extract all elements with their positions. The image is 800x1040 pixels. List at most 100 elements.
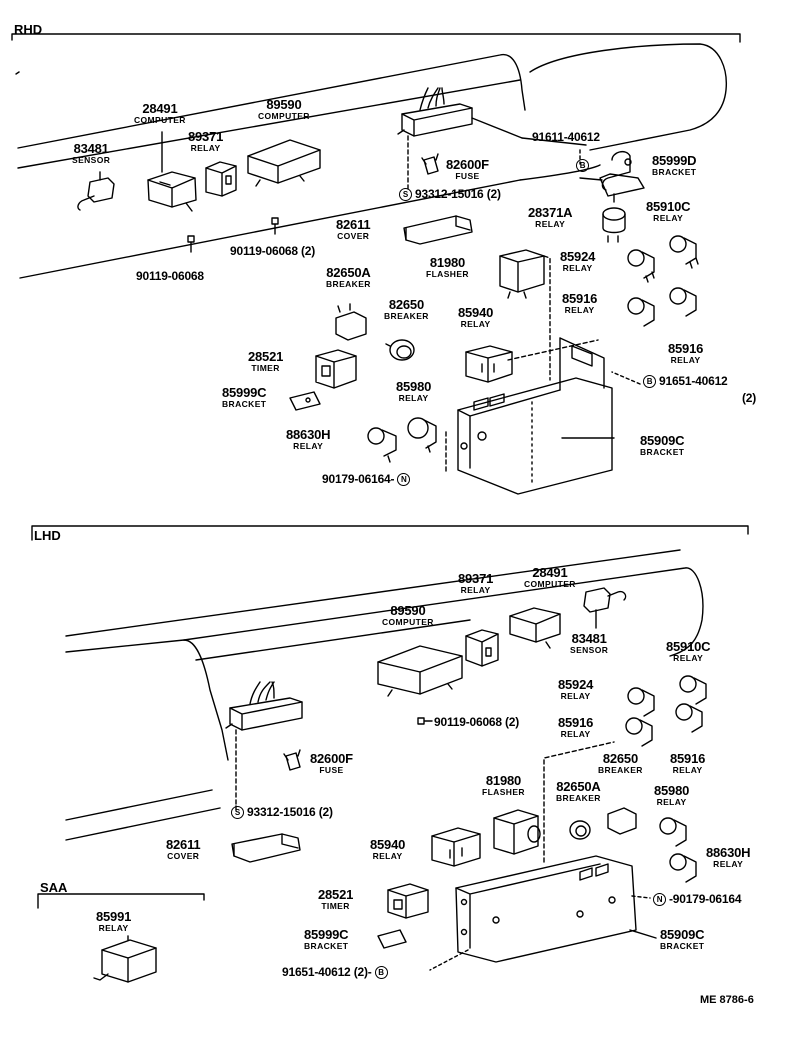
rhd-screw-90119-drawing: [187, 217, 279, 253]
rhd-relay-85916-drawing: [627, 287, 697, 327]
lhd-relay-85916-drawing: [625, 703, 703, 747]
rhd-relay-85910C-drawing: [669, 235, 699, 269]
lhd-sensor-83481-drawing: [583, 587, 627, 629]
rhd-relay-85980-drawing: [407, 417, 437, 453]
lhd-bracket-85909C-drawing: [429, 741, 657, 971]
lhd-screw-90119-drawing: [417, 717, 433, 725]
rhd-bracket-85909C-drawing: [445, 337, 613, 495]
lhd-flasher-81980-drawing: [493, 809, 541, 855]
lhd-label-91651: 91651-40612 (2)-B: [282, 966, 391, 980]
rhd-relay-85940-drawing: [465, 345, 513, 383]
rhd-label-91611: 91611-40612: [532, 130, 600, 144]
section-title-rhd: RHD: [14, 22, 43, 37]
rhd-sensor-83481-drawing: [77, 171, 115, 211]
rhd-frame: [11, 33, 741, 43]
rhd-label-90119-a: 90119-06068 (2): [230, 244, 316, 258]
saa-frame: [37, 893, 205, 909]
rhd-computer-89590-drawing: [247, 139, 321, 187]
rhd-relay-28371A-drawing: [602, 207, 626, 243]
lhd-timer-28521-drawing: [387, 883, 429, 919]
rhd-cover-82611-drawing: [403, 215, 473, 245]
lhd-cover-82611-drawing: [231, 833, 301, 863]
lhd-breaker-82650-drawing: [569, 820, 591, 840]
section-title-lhd: LHD: [34, 528, 61, 543]
lhd-relay-88630H-drawing: [669, 853, 697, 883]
rhd-dashboard-outline: [15, 43, 727, 279]
lhd-breaker-82650A-drawing: [607, 807, 637, 835]
rhd-harness-connector-drawing: [397, 87, 523, 191]
rhd-fuse-82600F-drawing: [421, 153, 439, 175]
section-title-saa: SAA: [40, 880, 68, 895]
rhd-computer-28491-drawing: [147, 131, 197, 212]
lhd-harness-connector-drawing: [225, 681, 303, 807]
lhd-relay-85910C-drawing: [679, 675, 707, 705]
rhd-leader-lines: [521, 137, 641, 439]
lhd-computer-89590-drawing: [377, 645, 463, 697]
rhd-flasher-81980-drawing: [499, 249, 551, 381]
rhd-relay-88630H-drawing: [367, 427, 397, 463]
lhd-relay-89371-drawing: [465, 629, 499, 667]
lhd-bracket-85999C-drawing: [377, 929, 407, 949]
lhd-frame: [31, 525, 749, 541]
lhd-dashboard-outline: [65, 549, 704, 841]
lhd-fuse-82600F-drawing: [283, 749, 301, 771]
rhd-timer-28521-drawing: [315, 349, 357, 389]
lhd-label-90119: 90119-06068 (2): [434, 715, 520, 729]
rhd-relay-89371-drawing: [205, 161, 237, 197]
lhd-computer-28491-drawing: [509, 607, 561, 649]
rhd-bracket-85999D-drawing: [599, 150, 645, 203]
rhd-relay-85924-drawing: [627, 249, 655, 283]
lhd-relay-85924-drawing: [627, 687, 655, 717]
rhd-breaker-82650-drawing: [385, 339, 415, 361]
rhd-fastener-mark-b: B: [573, 159, 592, 173]
lhd-label-90179: N-90179-06164: [650, 893, 742, 907]
rhd-label-91651-qty: (2): [742, 391, 757, 405]
lhd-relay-85980-drawing: [659, 817, 687, 847]
